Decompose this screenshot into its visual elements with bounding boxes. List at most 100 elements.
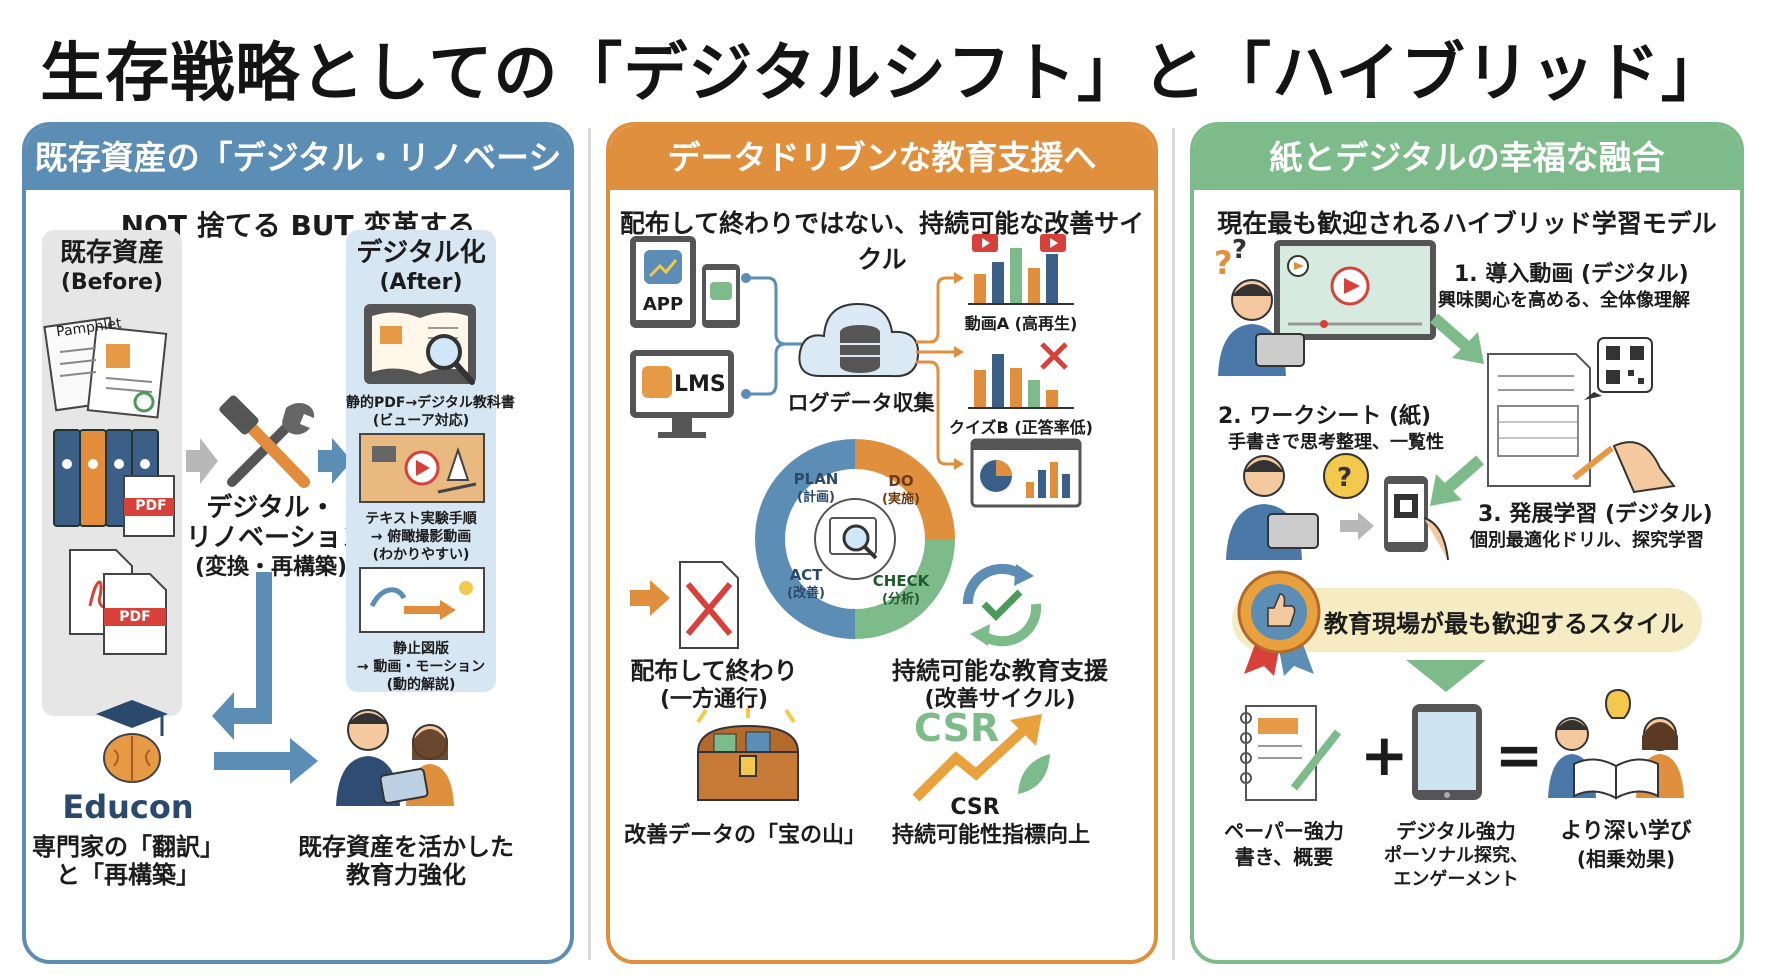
after-item-label: → 動画・モーション xyxy=(356,659,486,675)
panel-header: 紙とデジタルの幸福な融合 xyxy=(1194,126,1740,190)
plan-sub: (計画) xyxy=(797,490,835,505)
sustain-cycle-icon xyxy=(963,563,1042,647)
tablet-phone-icon xyxy=(630,236,740,328)
step2-title: 2. ワークシート (紙) xyxy=(1218,404,1432,429)
plan-label: PLAN xyxy=(793,470,839,488)
column-divider xyxy=(1172,128,1175,960)
do-sub: (実施) xyxy=(882,492,920,507)
student-smartphone-icon: ? xyxy=(1226,453,1449,561)
app-label: APP xyxy=(642,294,684,315)
after-item-label: (わかりやすい) xyxy=(372,547,470,563)
pamphlet-icon xyxy=(43,316,168,419)
do-label: DO xyxy=(888,472,914,490)
video-stats-icon xyxy=(968,234,1074,305)
binders-icon xyxy=(53,429,175,537)
lms-label: LMS xyxy=(674,372,726,397)
act-label: ACT xyxy=(789,566,823,584)
notebook-icon xyxy=(1240,705,1342,801)
educon-desc: 専門家の「翻訳」 xyxy=(32,833,224,861)
cloud-database-icon xyxy=(798,302,920,378)
before-title: 既存資産 xyxy=(59,238,164,268)
quiz-stats-icon xyxy=(968,342,1074,409)
pdf-badge: PDF xyxy=(119,609,151,625)
arrow-right-icon xyxy=(214,738,318,784)
panel-subtitle: 現在最も歓迎されるハイブリッド学習モデル xyxy=(1217,209,1717,238)
after-item-label: (動的解説) xyxy=(386,677,456,693)
step1-title: 1. 導入動画 (デジタル) xyxy=(1454,262,1689,287)
sustain-sub: (改善サイクル) xyxy=(924,687,1076,712)
arrow-down-left-icon xyxy=(212,572,272,740)
treasure-chest-icon xyxy=(696,708,800,801)
brain-icon xyxy=(96,700,168,783)
panel-subtitle: 配布して終わりではない、持続可能な改善サイクル xyxy=(619,209,1145,274)
after-title: デジタル化 xyxy=(356,238,486,268)
dashboard-icon xyxy=(970,438,1082,508)
arrow-right-icon xyxy=(318,438,352,484)
pdf-badge: PDF xyxy=(135,498,167,514)
plus-sign: + xyxy=(1360,721,1409,789)
paper-label: ペーパー強力 xyxy=(1224,819,1344,843)
video-learning-icon: ? ? xyxy=(1214,235,1436,376)
after-subtitle: (After) xyxy=(379,270,463,295)
step3-desc: 個別最適化ドリル、探究学習 xyxy=(1470,530,1704,551)
column-divider xyxy=(588,128,591,960)
arrow-down-right-icon xyxy=(1430,313,1484,364)
video-a-label: 動画A (高再生) xyxy=(964,314,1078,333)
panel-hybrid: 紙とデジタルの幸福な融合 現在最も歓迎されるハイブリッド学習モデル ? ? 1.… xyxy=(1190,122,1744,964)
step2-desc: 手書きで思考整理、一覧性 xyxy=(1228,432,1444,453)
paper-sub: 書き、概要 xyxy=(1234,845,1334,869)
page-title: 生存戦略としての「デジタルシフト」と「ハイブリッド」 xyxy=(40,37,1726,111)
arrow-down-left-icon xyxy=(1430,455,1484,506)
after-item-label: 静的PDF→デジタル教科書 xyxy=(346,395,515,411)
worksheet-icon xyxy=(1487,337,1676,494)
act-sub: (改善) xyxy=(787,586,825,601)
result-label: 既存資産を活かした xyxy=(298,833,514,861)
digital-label: デジタル強力 xyxy=(1396,819,1516,843)
check-sub: (分析) xyxy=(882,592,920,607)
pdca-cycle xyxy=(755,439,955,639)
csr-label: CSR xyxy=(950,795,1000,820)
panel-header: データドリブンな教育支援へ xyxy=(610,126,1154,190)
deep-learning-sub: (相乗効果) xyxy=(1576,847,1676,871)
deep-learning-label: より深い学び xyxy=(1560,819,1692,844)
connector-lines xyxy=(741,273,802,399)
svg-text:?: ? xyxy=(1232,235,1247,265)
tools-icon xyxy=(219,395,315,488)
pdf-file-icon xyxy=(69,549,167,655)
digital-textbook-icon xyxy=(364,304,476,385)
step1-desc: 興味関心を高める、全体像理解 xyxy=(1438,290,1690,311)
motion-graphic-icon xyxy=(359,567,485,633)
quiz-b-label: クイズB (正答率低) xyxy=(949,418,1093,437)
after-item-label: (ビューア対応) xyxy=(372,413,470,429)
one-way-label: 配布して終わり xyxy=(630,657,798,685)
after-item-label: テキスト実験手順 xyxy=(365,511,477,527)
growth-arrow-icon xyxy=(912,714,1050,802)
renovation-label: デジタル・ xyxy=(206,493,336,523)
students-book-icon xyxy=(1548,688,1684,800)
triangle-down-icon xyxy=(1406,660,1486,692)
branch-arrows xyxy=(916,272,964,470)
csr-sub: 持続可能性指標向上 xyxy=(891,823,1090,848)
panel-header: 既存資産の「デジタル・リノベーション」 xyxy=(26,126,570,241)
renovation-label: リノベーション xyxy=(186,523,368,553)
monitor-icon xyxy=(630,350,734,438)
educon-desc: と「再構築」 xyxy=(56,861,200,889)
panel-digital-renovation: 既存資産の「デジタル・リノベーション」 NOT 捨てる BUT 変革する 既存資… xyxy=(22,122,574,964)
check-label: CHECK xyxy=(872,572,930,590)
award-badge-icon xyxy=(1237,570,1321,676)
after-item-label: 静止図版 xyxy=(393,641,449,657)
sustain-label: 持続可能な教育支援 xyxy=(892,657,1108,685)
digital-sub: エンゲーメント xyxy=(1393,869,1519,890)
banner-label: 教育現場が最も歓迎するスタイル xyxy=(1324,610,1684,638)
arrow-right-icon xyxy=(186,438,218,484)
equals-sign: = xyxy=(1494,721,1544,789)
csr-logo-text: CSR xyxy=(914,706,1000,750)
result-label: 教育力強化 xyxy=(346,861,466,889)
one-way-sub: (一方通行) xyxy=(659,687,769,712)
experiment-video-icon xyxy=(359,433,485,503)
digital-sub: ポーソナル探究、 xyxy=(1384,845,1528,866)
svg-text:?: ? xyxy=(1214,244,1233,282)
panel-data-driven: データドリブンな教育支援へ 配布して終わりではない、持続可能な改善サイクル AP… xyxy=(606,122,1158,964)
treasure-label: 改善データの「宝の山」 xyxy=(623,823,866,848)
tablet-icon xyxy=(1412,704,1482,800)
